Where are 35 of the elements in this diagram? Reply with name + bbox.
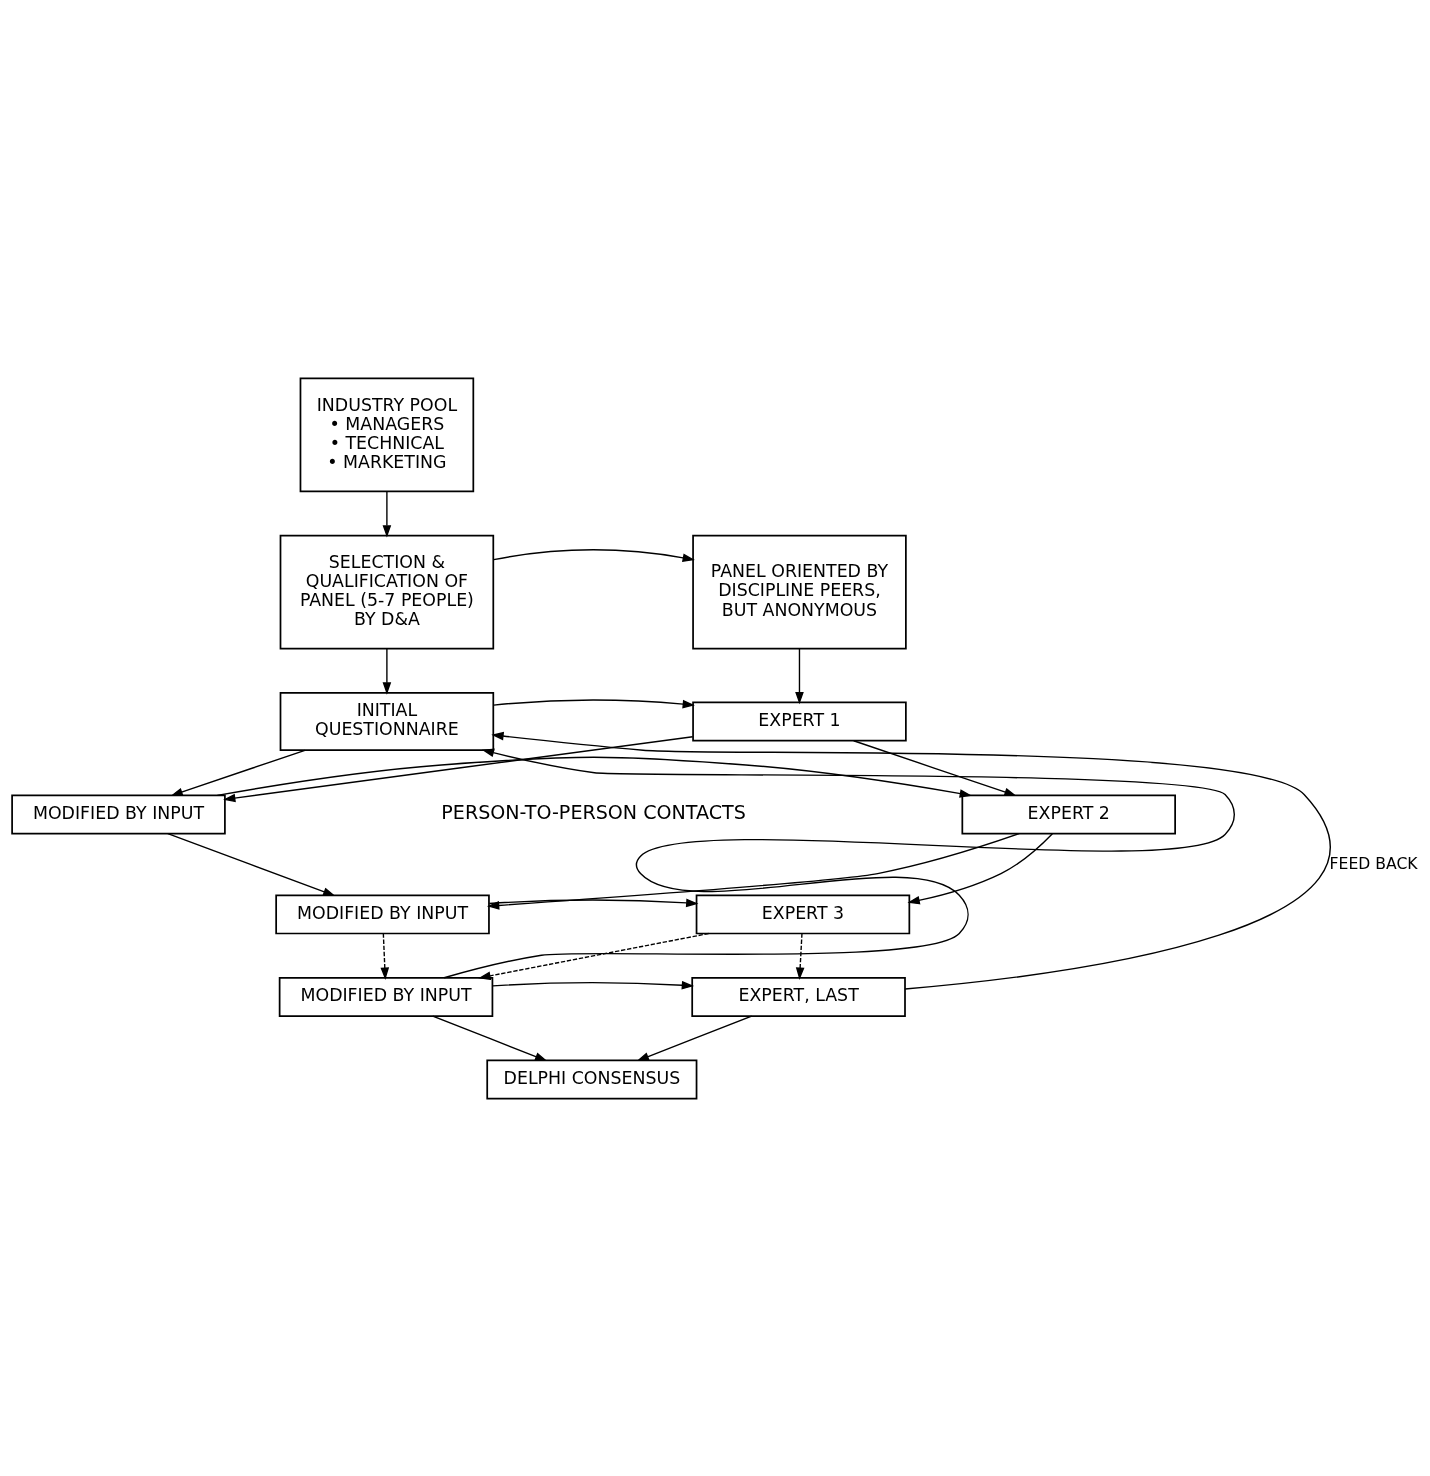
node-box: MODIFIED BY INPUT (278, 976, 494, 1017)
node-box: INDUSTRY POOL • MANAGERS • TECHNICAL • MARKETING (299, 377, 475, 492)
arrow (382, 490, 392, 538)
node-box: SELECTION & QUALIFICATION OF PANEL (5-7 PEOPLE) BY D&A (279, 534, 495, 649)
arrow (636, 1014, 753, 1061)
arrow (167, 832, 336, 896)
node-box: EXPERT 2 (961, 794, 1176, 834)
arrow (382, 647, 392, 695)
arrow (492, 548, 695, 562)
node-box: MODIFIED BY INPUT (11, 794, 226, 834)
node-box: INITIAL QUESTIONNAIRE (279, 691, 495, 751)
node-box: DELPHI CONSENSUS (486, 1058, 698, 1099)
arrow (432, 1014, 548, 1061)
arrow (443, 748, 1235, 978)
arrow (492, 698, 695, 708)
arrow (170, 749, 306, 796)
arrow (491, 731, 1331, 990)
edge-label: FEED BACK (1329, 853, 1418, 873)
node-box: EXPERT, LAST (691, 976, 906, 1017)
arrow (216, 756, 972, 798)
node-box: MODIFIED BY INPUT (275, 893, 490, 934)
arrow (492, 980, 695, 990)
arrow (795, 932, 805, 980)
node-box: PANEL ORIENTED BY DISCIPLINE PEERS, BUT ANONYMOUS (692, 534, 907, 649)
arrow (478, 932, 710, 980)
arrow (795, 647, 804, 704)
label: PERSON-TO-PERSON CONTACTS (441, 800, 746, 824)
arrow (223, 735, 694, 802)
arrow (907, 832, 1054, 904)
node-box: EXPERT 1 (692, 701, 907, 742)
arrow (852, 739, 1017, 796)
arrow (380, 932, 390, 980)
node-box: EXPERT 3 (695, 893, 911, 934)
arrow (488, 898, 699, 907)
arrow (486, 832, 1020, 910)
